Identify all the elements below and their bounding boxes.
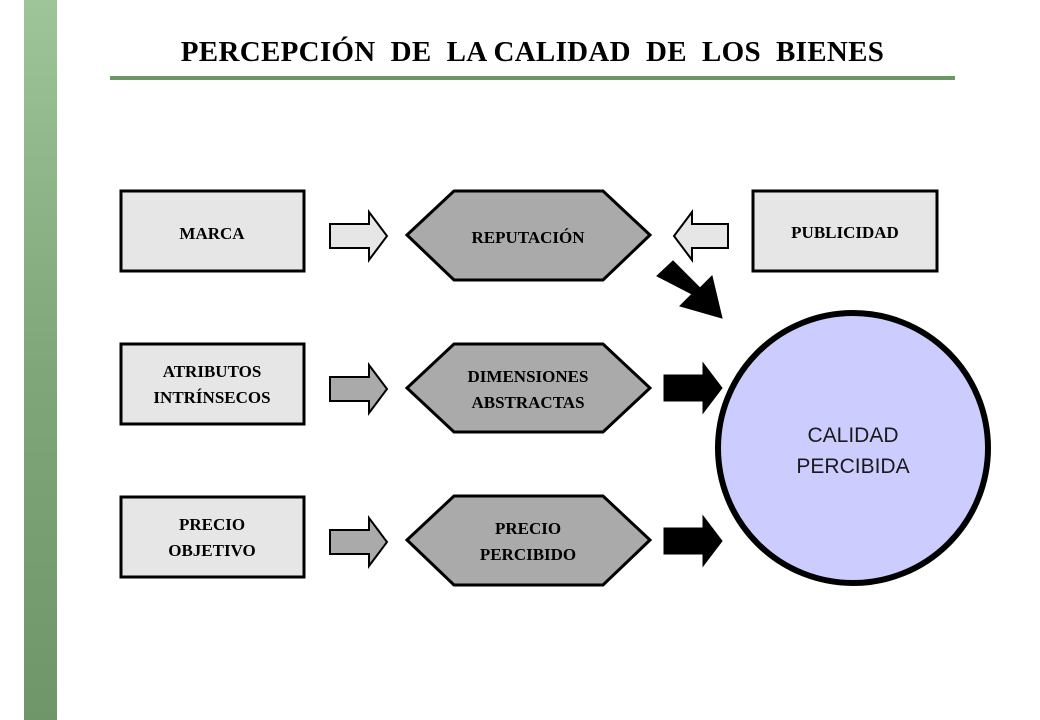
box-precio-objetivo: PRECIO OBJETIVO [119, 495, 306, 579]
circle-calidad-percibida: CALIDAD PERCIBIDA [715, 310, 991, 586]
box-atributos-intrinsecos: ATRIBUTOS INTRÍNSECOS [119, 342, 306, 426]
arrow-reputacion-to-calidad [656, 260, 723, 319]
arrow-precio-objetivo-to-precio-percibido [329, 515, 389, 569]
arrow-marca-to-reputacion [329, 209, 389, 263]
box-precio-objetivo-line2: OBJETIVO [168, 541, 256, 560]
hexagon-precio-percibido: PRECIO PERCIBIDO [404, 494, 653, 587]
page-title: PERCEPCIÓN DE LA CALIDAD DE LOS BIENES [180, 36, 885, 68]
circle-line2: PERCIBIDA [796, 455, 909, 478]
circle-line1: CALIDAD [807, 424, 898, 447]
title-underline [110, 76, 955, 80]
side-accent-bar [24, 0, 57, 720]
arrow-publicidad-to-reputacion [672, 209, 729, 263]
box-atributos-line1: ATRIBUTOS [163, 362, 262, 381]
hexagon-reputacion: REPUTACIÓN [404, 189, 653, 282]
box-publicidad-label: PUBLICIDAD [791, 223, 899, 242]
arrow-atributos-to-dimensiones [329, 362, 389, 416]
hexagon-dimensiones-abstractas: DIMENSIONES ABSTRACTAS [404, 342, 653, 434]
hexagon-dimensiones-line1: DIMENSIONES [468, 367, 589, 386]
box-precio-objetivo-line1: PRECIO [179, 515, 245, 534]
box-atributos-line2: INTRÍNSECOS [153, 388, 270, 407]
hexagon-reputacion-label: REPUTACIÓN [471, 228, 585, 247]
arrow-precio-percibido-to-calidad [663, 514, 723, 568]
box-marca-label: MARCA [179, 224, 245, 243]
arrow-dimensiones-to-calidad [663, 361, 723, 415]
box-marca: MARCA [119, 189, 306, 273]
hexagon-precio-percibido-line2: PERCIBIDO [480, 545, 576, 564]
hexagon-dimensiones-line2: ABSTRACTAS [471, 393, 584, 412]
box-publicidad: PUBLICIDAD [751, 189, 939, 273]
hexagon-precio-percibido-line1: PRECIO [495, 519, 561, 538]
